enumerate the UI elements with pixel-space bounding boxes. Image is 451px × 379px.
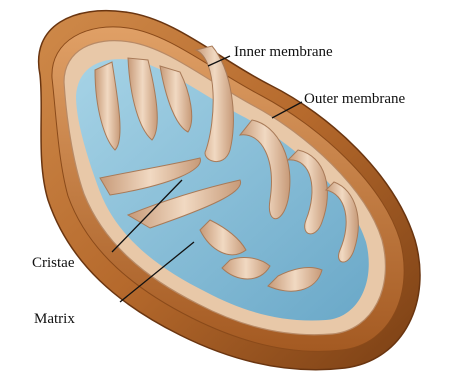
label-cristae: Cristae	[32, 256, 75, 271]
label-outer-membrane: Outer membrane	[304, 92, 405, 107]
label-matrix: Matrix	[34, 312, 75, 327]
label-inner-membrane: Inner membrane	[234, 45, 333, 60]
